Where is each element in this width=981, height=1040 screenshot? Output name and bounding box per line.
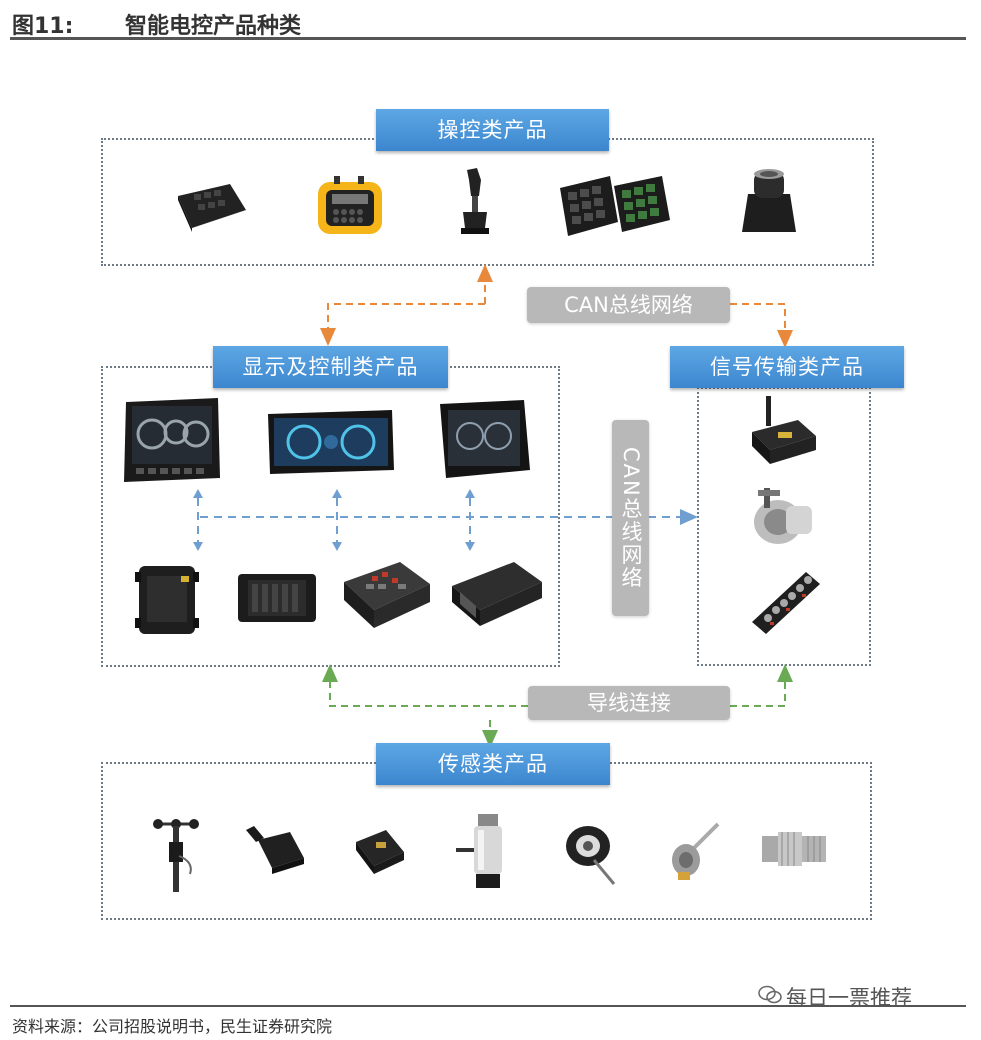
figure-header: 图11: 智能电控产品种类 (10, 6, 966, 40)
controller-1-image (135, 566, 199, 634)
figure-title: 智能电控产品种类 (125, 14, 302, 39)
footer-divider (10, 1005, 966, 1007)
rotary-encoder-image (566, 826, 616, 885)
controller-3-image (344, 562, 430, 628)
operation-group-label: 操控类产品 (376, 109, 609, 151)
pressure-sensor-image (456, 814, 502, 888)
can-arrow-signal (730, 303, 793, 348)
wire-arrow-display (322, 664, 528, 707)
angle-sensor-image (356, 830, 404, 874)
display-screen-2-image (268, 410, 394, 474)
wire-arrow-signal (730, 664, 793, 707)
wire-connection-label: 导线连接 (528, 686, 730, 720)
display-group-label: 显示及控制类产品 (213, 346, 448, 388)
controller-4-image (452, 562, 542, 626)
signal-group-label: 信号传输类产品 (670, 346, 904, 388)
figure-number: 图11: (12, 14, 74, 39)
junction-box-image (752, 572, 820, 634)
display-screen-3-image (440, 400, 530, 478)
can-arrow-display (320, 303, 485, 346)
anemometer-image (153, 819, 199, 892)
position-sensor-image (672, 822, 720, 880)
can-bus-mid-label: CAN总线网络 (612, 420, 649, 616)
wechat-icon (758, 985, 782, 1004)
can-bus-top-label: CAN总线网络 (527, 287, 730, 323)
control-box-image (178, 184, 246, 232)
source-note: 资料来源：公司招股说明书，民生证券研究院 (12, 1017, 333, 1036)
rotary-sensor-image (754, 488, 812, 544)
connector-sensor-image (762, 832, 826, 866)
keypad-image (560, 176, 670, 236)
sensor-group-label: 传感类产品 (376, 743, 610, 785)
joystick-image (461, 168, 489, 234)
wireless-module-image (752, 396, 816, 464)
display-screen-1-image (124, 398, 220, 482)
rotary-knob-image (742, 169, 796, 232)
tilt-sensor-image (246, 826, 304, 874)
remote-control-image (318, 176, 382, 234)
watermark: 每日一票推荐 (786, 986, 912, 1010)
controller-2-image (238, 574, 316, 622)
